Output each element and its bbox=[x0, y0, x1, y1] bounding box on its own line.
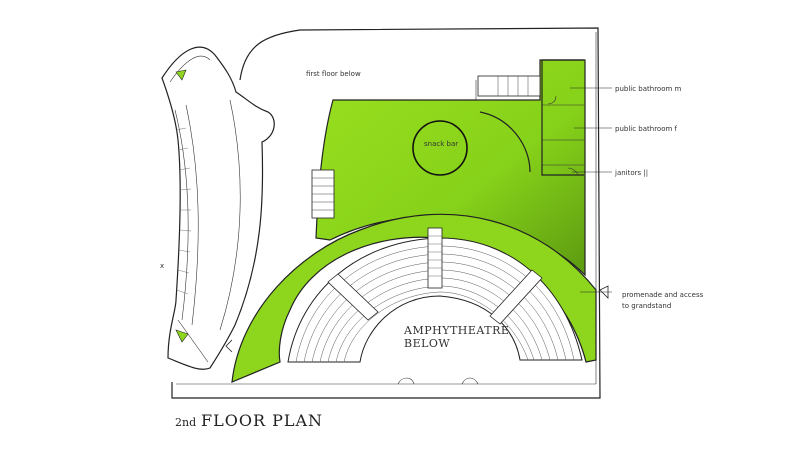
label-promenade-line1: promenade and access bbox=[622, 291, 704, 299]
label-public-bathroom-m: public bathroom m bbox=[615, 85, 682, 93]
label-first-floor-below: first floor below bbox=[306, 70, 361, 78]
label-promenade-line2: to grandstand bbox=[622, 302, 671, 310]
plant-marker-top bbox=[175, 69, 187, 81]
label-public-bathroom-f: public bathroom f bbox=[615, 125, 678, 133]
page-title: FLOOR PLAN bbox=[201, 411, 323, 430]
label-amphitheatre-line1: AMPHYTHEATRE bbox=[403, 324, 509, 337]
stair-up bbox=[477, 75, 541, 97]
label-amphitheatre-line2: BELOW bbox=[404, 337, 450, 350]
plant-marker-bottom bbox=[175, 329, 189, 343]
label-snack-bar: snack bar bbox=[424, 140, 458, 148]
leader-lines bbox=[570, 87, 612, 293]
caption-floor-number: 2nd bbox=[175, 416, 196, 429]
stair-treads bbox=[175, 127, 192, 295]
label-janitors: janitors || bbox=[614, 169, 648, 177]
amphitheatre-seating bbox=[287, 227, 583, 385]
exit-marker-left bbox=[225, 339, 233, 353]
snack-bar-counter bbox=[412, 120, 468, 176]
svg-text:x: x bbox=[160, 262, 164, 270]
curved-wall bbox=[479, 111, 531, 173]
left-curved-wing: x bbox=[160, 46, 275, 370]
